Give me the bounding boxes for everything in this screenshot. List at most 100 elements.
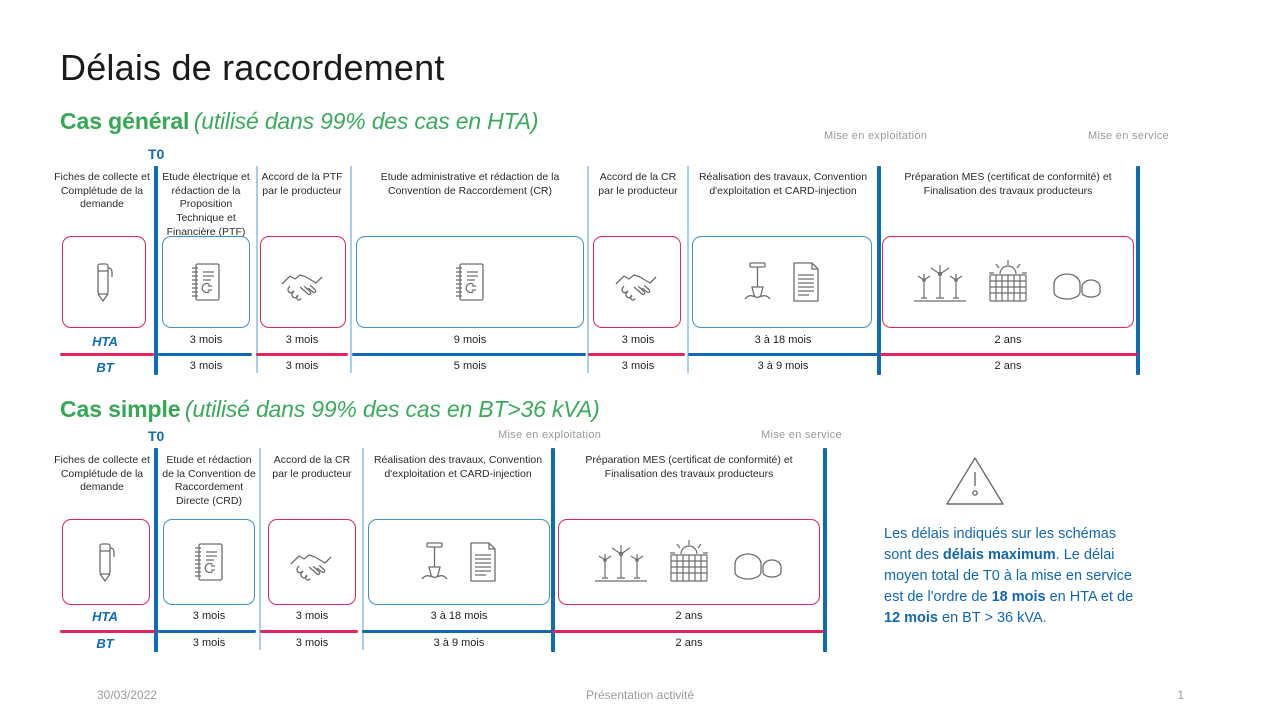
timeline2-card-1[interactable] [62,519,150,605]
document-icon [789,259,823,305]
milestone-mise-en-exploitation-1: Mise en exploitation [824,130,928,142]
timeline1-bar-seg-7 [880,353,1138,356]
timeline1-card-4[interactable] [356,236,584,328]
timeline1-hta-7: 2 ans [994,334,1022,346]
wind-turbine-icon [593,540,649,584]
footer-center-label: Présentation activité [585,688,695,702]
note-line-1: Les délais indiqués sur les schémas sont… [884,526,1117,564]
timeline1-card-6[interactable] [692,236,872,328]
storage-icon [729,542,785,582]
ledger-euro-icon [452,260,488,304]
section-heading-cas-simple: Cas simple (utilisé dans 99% des cas en … [60,396,600,423]
timeline1-caption-3: Accord de la PTF par le producteur [261,171,343,197]
timeline2-bar-seg-5 [552,630,824,633]
ledger-euro-icon [188,260,224,304]
timeline1-card-1[interactable] [62,236,146,328]
timeline2-caption-5: Préparation MES (certificat de conformit… [585,454,793,480]
timeline2-rule-t0 [154,448,158,652]
note-line-4: en BT > 36 kVA. [938,610,1047,627]
warning-triangle-icon [944,454,1006,513]
timeline1-bt-4: 5 mois [453,360,487,372]
timeline1-caption-5: Accord de la CR par le producteur [598,171,678,197]
timeline1-card-2[interactable] [162,236,250,328]
timeline2-caption-2: Etude et rédaction de la Convention de R… [162,454,256,507]
timeline1-hta-2: 3 mois [189,334,223,346]
timeline2-caption-3: Accord de la CR par le producteur [272,454,352,480]
timeline2-rule-mise-en-service [823,448,827,652]
timeline2-card-4[interactable] [368,519,550,605]
note-line-3: en HTA et de [1045,589,1134,606]
timeline1-bar-seg-1 [60,353,154,356]
footer-date: 30/03/2022 [97,688,158,702]
note-bold-1: délais maximum [942,547,1056,564]
timeline1-hta-3: 3 mois [285,334,319,346]
section2-title-italic: (utilisé dans 99% des cas en BT>36 kVA) [184,396,600,422]
timeline2-bt-2: 3 mois [192,637,226,649]
timeline1-bt-3: 3 mois [285,360,319,372]
handshake-icon [278,262,328,302]
page-title: Délais de raccordement [60,47,445,88]
timeline1-caption-6: Réalisation des travaux, Convention d'ex… [698,171,868,197]
shovel-icon [741,259,775,305]
timeline2-card-5[interactable] [558,519,820,605]
timeline1-caption-1: Fiches de collecte et Complétude de la d… [54,171,150,211]
timeline1-bar-seg-2 [158,353,252,356]
solar-panel-icon [982,258,1034,306]
timeline1-bt-7: 2 ans [994,360,1022,372]
timeline2-bt-4: 3 à 9 mois [433,637,485,649]
timeline1-caption-4: Etude administrative et rédaction de la … [380,171,560,197]
timeline2-bar-seg-4 [362,630,552,633]
wind-turbine-icon [912,260,968,304]
timeline1-bar-seg-6 [688,353,878,356]
document-icon [466,539,500,585]
timeline2-hta-2: 3 mois [192,610,226,622]
timeline2-caption-4: Réalisation des travaux, Convention d'ex… [373,454,543,480]
timeline1-caption-7: Préparation MES (certificat de conformit… [904,171,1112,197]
solar-panel-icon [663,538,715,586]
note-line-2: . Le délai moyen total de T0 à la mise e… [884,547,1132,606]
timeline2-rule-2 [259,448,261,650]
timeline1-rule-4 [587,166,589,373]
timeline1-bt-6: 3 à 9 mois [757,360,809,372]
timeline2-bar-seg-1 [60,630,156,633]
timeline1-bar-seg-5 [588,353,685,356]
timeline1-rule-mise-en-service [1136,166,1140,375]
timeline1-bt-2: 3 mois [189,360,223,372]
milestone-mise-en-exploitation-2: Mise en exploitation [498,429,602,441]
timeline2-bar-seg-3 [260,630,358,633]
timeline2-hta-3: 3 mois [295,610,329,622]
timeline1-caption-2: Etude électrique et rédaction de la Prop… [162,171,250,238]
timeline1-hta-4: 9 mois [453,334,487,346]
timeline1-hta-6: 3 à 18 mois [754,334,812,346]
timeline2-hta-4: 3 à 18 mois [430,610,488,622]
timeline1-hta-5: 3 mois [621,334,655,346]
footer-page-number: 1 [1177,688,1184,702]
timeline2-card-3[interactable] [268,519,356,605]
t0-label-section2: T0 [148,428,165,444]
t0-label-section1: T0 [148,146,165,162]
pen-icon [91,260,117,304]
milestone-mise-en-service-2: Mise en service [761,429,842,441]
timeline2-caption-1: Fiches de collecte et Complétude de la d… [54,454,150,494]
timeline1-card-5[interactable] [593,236,681,328]
timeline2-card-2[interactable] [163,519,255,605]
timeline2-rule-3 [362,448,364,650]
section-title-bold: Cas général [60,108,190,134]
note-bold-3: 12 mois [884,610,938,627]
timeline1-bar-seg-3 [256,353,348,356]
timeline1-rule-mise-en-exploitation [877,166,881,375]
timeline2-bar-seg-2 [158,630,256,633]
timeline1-rule-t0 [154,166,158,375]
timeline1-bar-seg-4 [352,353,586,356]
section-title-italic: (utilisé dans 99% des cas en HTA) [193,108,539,134]
timeline1-legend-hta: HTA [92,334,118,349]
note-text: Les délais indiqués sur les schémas sont… [884,524,1134,629]
timeline1-card-3[interactable] [260,236,346,328]
section2-title-bold: Cas simple [60,396,181,422]
section-heading-cas-general: Cas général (utilisé dans 99% des cas en… [60,108,538,135]
timeline2-legend-bt: BT [96,636,114,651]
handshake-icon [612,262,662,302]
timeline2-bt-3: 3 mois [295,637,329,649]
timeline1-card-7[interactable] [882,236,1134,328]
